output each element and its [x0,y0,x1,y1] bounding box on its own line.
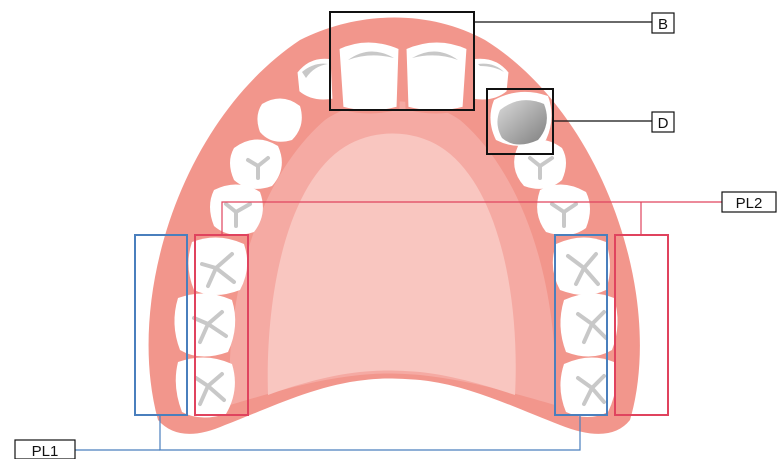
label-pl1: PL1 [15,440,75,459]
lesion-tooth [490,92,551,146]
label-d-text: D [658,115,669,132]
lesion-shape [497,100,546,144]
label-pl1-text: PL1 [32,443,59,459]
label-d: D [652,112,674,132]
label-pl2-text: PL2 [736,195,763,212]
label-b: B [652,13,674,33]
label-b-text: B [658,16,668,33]
label-pl2: PL2 [722,192,776,212]
